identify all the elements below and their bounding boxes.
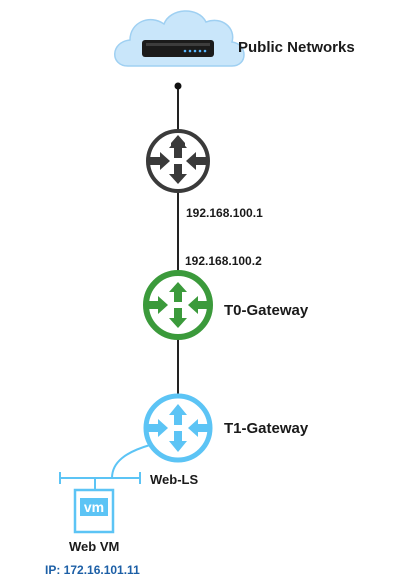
vm-name-label: Web VM [69, 539, 120, 554]
public-networks-label: Public Networks [238, 39, 355, 56]
t1-gateway-icon [143, 393, 213, 463]
t0-gateway-icon [143, 270, 213, 340]
segment-bar [59, 472, 141, 490]
link-endpoint-dot [174, 82, 182, 90]
vm-icon-text: vm [83, 499, 105, 515]
vm-ip-label: IP: 172.16.101.11 [45, 563, 140, 577]
t0-gateway-label: T0-Gateway [224, 302, 309, 319]
t1-gateway-label: T1-Gateway [224, 420, 309, 437]
hardware-appliance-icon [142, 40, 214, 57]
router-interface-ip: 192.168.100.1 [186, 206, 263, 220]
upstream-router-icon [146, 129, 210, 193]
segment-label: Web-LS [150, 472, 199, 487]
cloud-icon [114, 10, 245, 67]
t0-interface-ip: 192.168.100.2 [185, 254, 262, 268]
vm-icon [73, 488, 115, 534]
t1-to-segment-link [111, 444, 151, 479]
